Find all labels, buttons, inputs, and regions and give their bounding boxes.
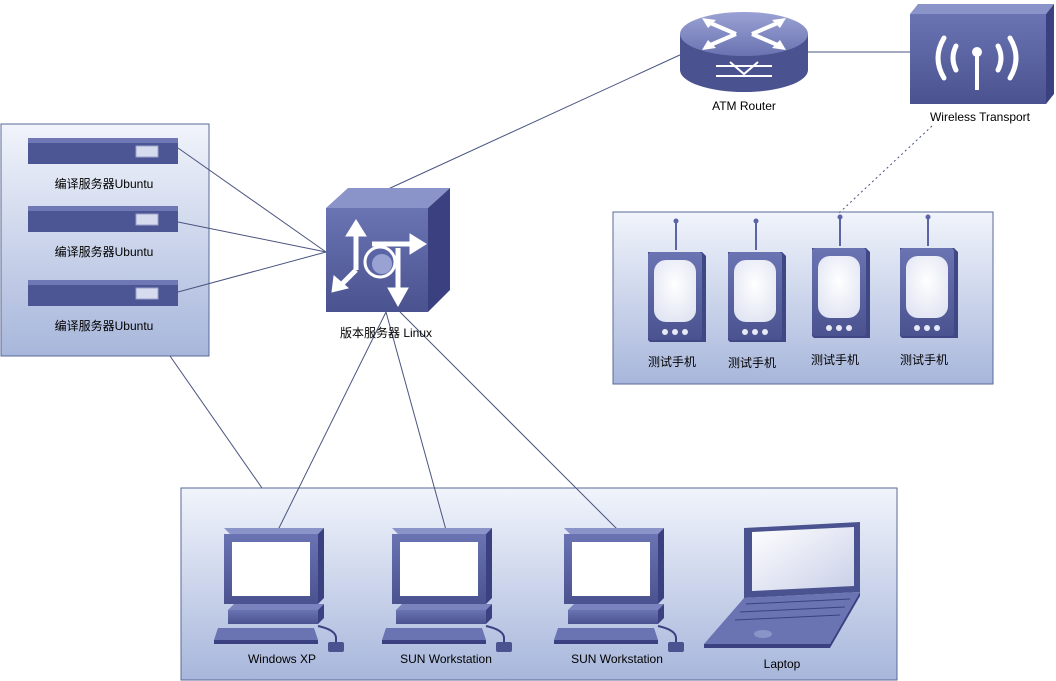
link-server3-switch [177, 251, 327, 293]
build-server-label: 编译服务器Ubuntu [55, 176, 154, 191]
version-server-label: 版本服务器 Linux [340, 325, 432, 340]
workstation-label: Windows XP [248, 652, 316, 666]
wireless-transport-label: Wireless Transport [930, 110, 1031, 124]
router-icon[interactable] [680, 12, 808, 92]
atm-router-label: ATM Router [712, 99, 776, 113]
link-switch-router [385, 53, 683, 191]
test-phone-label: 测试手机 [900, 352, 948, 367]
switch-icon[interactable] [326, 188, 450, 312]
link-switch-sun1 [385, 311, 447, 531]
test-phone-label: 测试手机 [728, 355, 776, 370]
laptop-label: Laptop [764, 657, 801, 671]
link-switch-sun2 [399, 311, 619, 531]
test-phone-label: 测试手机 [648, 354, 696, 369]
link-servergroup-workgroup [169, 355, 263, 489]
wireless-icon[interactable] [910, 4, 1054, 104]
link-wireless-phones [837, 125, 933, 215]
link-server2-switch [177, 221, 327, 253]
connection-links [169, 51, 933, 531]
server-icon[interactable] [27, 205, 179, 233]
build-server-label: 编译服务器Ubuntu [55, 318, 154, 333]
link-switch-winxp [277, 311, 387, 531]
test-phone-label: 测试手机 [811, 352, 859, 367]
laptop-icon[interactable] [704, 522, 860, 648]
server-icon[interactable] [27, 137, 179, 165]
workstation-label: SUN Workstation [571, 652, 663, 666]
link-server1-switch [177, 147, 327, 253]
server-icon[interactable] [27, 279, 179, 307]
build-server-label: 编译服务器Ubuntu [55, 244, 154, 259]
workstation-label: SUN Workstation [400, 652, 492, 666]
